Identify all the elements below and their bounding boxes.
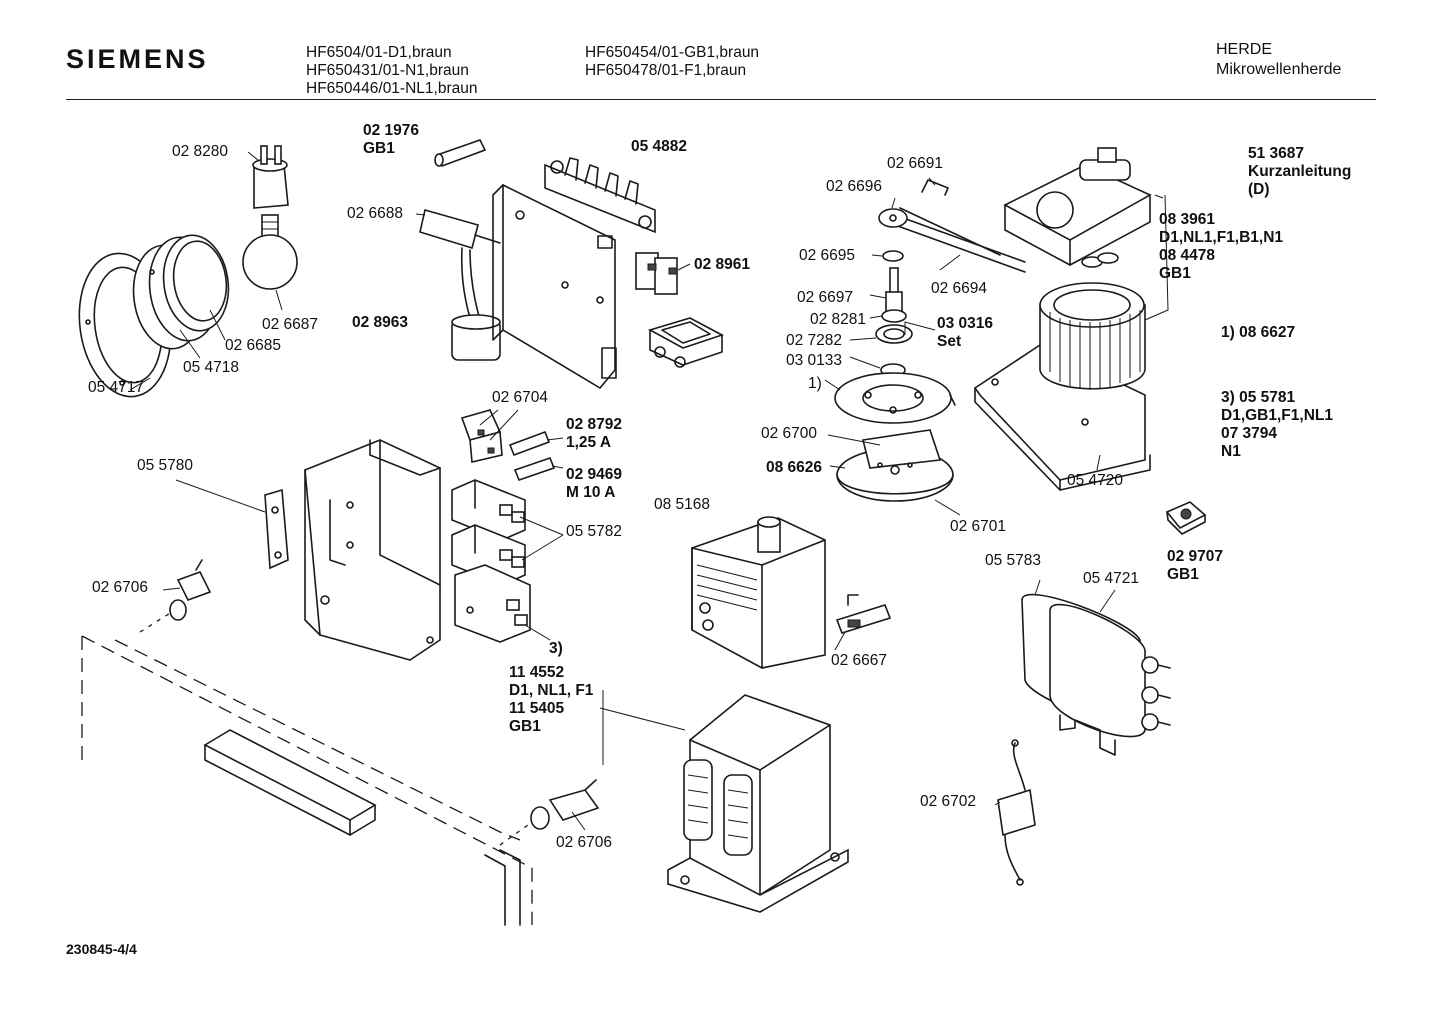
- hv-capacitor: [1021, 593, 1171, 756]
- label-026706-b: 02 6706: [556, 834, 613, 851]
- magnetron: [691, 516, 826, 669]
- label-028963: 02 8963: [352, 314, 409, 331]
- suppressor-cable: [419, 209, 501, 361]
- turntable-coupler: [834, 372, 956, 424]
- mounting-bracket: [264, 488, 289, 570]
- label-026694: 02 6694: [931, 280, 988, 297]
- terminal-strip: [544, 157, 656, 234]
- door-frame-window: [78, 234, 230, 398]
- label-114552: 11 4552 D1, NL1, F1 11 5405 GB1: [509, 664, 594, 735]
- label-026697: 02 6697: [797, 289, 854, 306]
- leader-lines: [129, 151, 1169, 831]
- model-list-2: HF650454/01-GB1,braun HF650478/01-F1,bra…: [585, 44, 759, 80]
- drive-shaft-stack: [875, 267, 913, 377]
- label-055782: 05 5782: [566, 523, 623, 540]
- fuse-holder: [460, 409, 503, 463]
- lamp-socket: [252, 145, 289, 209]
- label-note3-ref: 3): [549, 640, 563, 657]
- label-026706-a: 02 6706: [92, 579, 149, 596]
- belt-clip: [921, 179, 949, 196]
- model-code: HF6504/01-D1,braun: [306, 44, 452, 61]
- drive-belt: [878, 207, 1026, 273]
- subcategory: Mikrowellenherde: [1216, 61, 1342, 78]
- brand-logo: SIEMENS: [66, 44, 209, 74]
- label-030316: 03 0316 Set: [937, 315, 994, 350]
- door-switch-2: [530, 779, 600, 830]
- label-026685: 02 6685: [225, 337, 282, 354]
- label-027282: 02 7282: [786, 332, 843, 349]
- switch-bracket: [304, 439, 441, 661]
- label-028792: 02 8792 1,25 A: [566, 416, 623, 451]
- label-026696: 02 6696: [826, 178, 883, 195]
- fan-blower: [973, 282, 1151, 491]
- turntable-support: [836, 429, 954, 502]
- label-note1: 1) 08 6627: [1221, 324, 1296, 341]
- label-026700: 02 6700: [761, 425, 818, 442]
- label-026688: 02 6688: [347, 205, 404, 222]
- label-083961: 08 3961 D1,NL1,F1,B1,N1 08 4478 GB1: [1159, 211, 1284, 282]
- oven-door-outline: [81, 609, 536, 926]
- label-028281: 02 8281: [810, 311, 867, 328]
- category-block: HERDE Mikrowellenherde: [1216, 40, 1341, 80]
- door-switch-1: [169, 559, 212, 621]
- model-code: HF650446/01-NL1,braun: [306, 80, 478, 97]
- category: HERDE: [1216, 41, 1273, 58]
- model-list-1: HF6504/01-D1,braun HF650431/01-N1,braun …: [306, 44, 477, 98]
- label-note3: 3) 05 5781 D1,GB1,F1,NL1 07 3794 N1: [1221, 389, 1333, 460]
- washer: [882, 250, 904, 262]
- label-055780: 05 5780: [137, 457, 194, 474]
- label-028961: 02 8961: [694, 256, 751, 273]
- label-086626: 08 6626: [766, 459, 823, 476]
- label-note1-ref: 1): [808, 375, 822, 392]
- label-085168: 08 5168: [654, 496, 711, 513]
- label-054717: 05 4717: [88, 379, 145, 396]
- label-026695: 02 6695: [799, 247, 856, 264]
- label-021976: 02 1976 GB1: [363, 122, 420, 157]
- thermal-switch: [647, 317, 725, 368]
- label-026701: 02 6701: [950, 518, 1007, 535]
- control-board-bracket: [492, 183, 617, 390]
- model-code: HF650478/01-F1,braun: [585, 62, 747, 79]
- relay-1: [451, 479, 526, 541]
- label-029707: 02 9707 GB1: [1167, 548, 1224, 583]
- label-026704: 02 6704: [492, 389, 549, 406]
- label-055783: 05 5783: [985, 552, 1042, 569]
- hv-transformer: [667, 694, 849, 913]
- label-054720: 05 4720: [1067, 472, 1124, 489]
- model-code: HF650431/01-N1,braun: [306, 62, 469, 79]
- label-030133: 03 0133: [786, 352, 843, 369]
- label-026687: 02 6687: [262, 316, 319, 333]
- label-029469: 02 9469 M 10 A: [566, 466, 623, 501]
- resistor: [434, 139, 487, 168]
- drawing-code: 230845-4/4: [66, 941, 137, 957]
- model-code: HF650454/01-GB1,braun: [585, 44, 760, 61]
- label-026667: 02 6667: [831, 652, 888, 669]
- lamp-bulb: [242, 214, 298, 290]
- thermal-cutout: [835, 594, 892, 634]
- relay-3: [454, 564, 531, 643]
- drive-motor: [1003, 147, 1152, 268]
- hv-diode: [997, 739, 1036, 886]
- label-028280: 02 8280: [172, 143, 229, 160]
- label-054718: 05 4718: [183, 359, 240, 376]
- push-switch: [1165, 501, 1207, 535]
- header-rule: [66, 99, 1376, 100]
- label-054721: 05 4721: [1083, 570, 1140, 587]
- label-054882: 05 4882: [631, 138, 688, 155]
- label-026702: 02 6702: [920, 793, 977, 810]
- connector-block: [635, 252, 678, 295]
- label-026691: 02 6691: [887, 155, 944, 172]
- fuse-2: [513, 456, 556, 482]
- label-513687: 51 3687 Kurzanleitung (D): [1248, 145, 1352, 198]
- fuse-1: [508, 430, 551, 457]
